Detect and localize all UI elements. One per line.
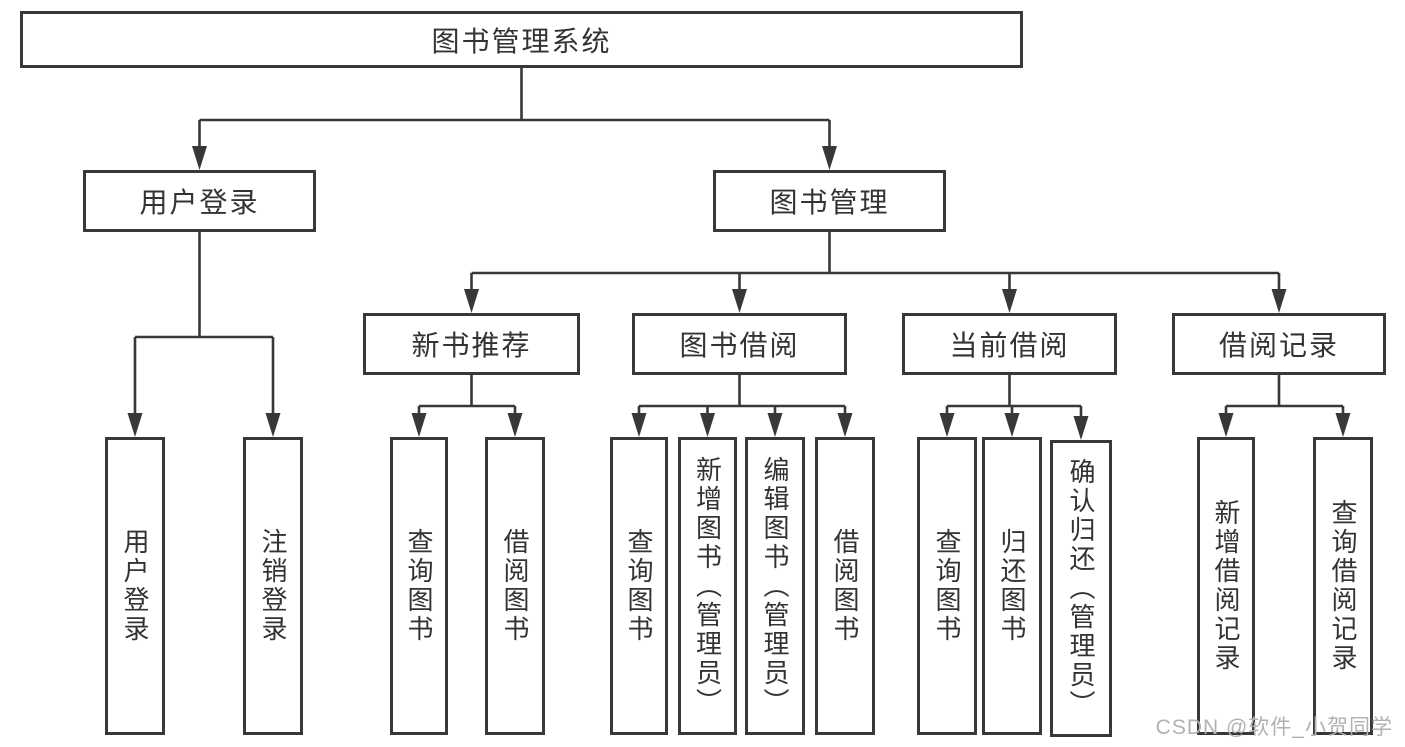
node-new-book-recommend: 新书推荐 <box>363 313 580 375</box>
node-label: 借阅记录 <box>1218 330 1339 361</box>
leaf-query-books-borrow: 查询图书 <box>610 437 668 735</box>
node-label: 查询图书 <box>932 528 962 644</box>
leaf-query-books-recommend: 查询图书 <box>390 437 448 735</box>
leaf-edit-book-admin: 编辑图书（管理员） <box>745 437 805 735</box>
leaf-query-books-current: 查询图书 <box>917 437 977 735</box>
node-label: 图书借阅 <box>679 330 800 361</box>
node-label: 借阅图书 <box>830 528 860 644</box>
leaf-borrow-books-recommend: 借阅图书 <box>485 437 545 735</box>
node-label: 查询图书 <box>624 528 654 644</box>
node-borrow-records: 借阅记录 <box>1172 313 1386 375</box>
node-current-borrow: 当前借阅 <box>902 313 1117 375</box>
node-user-login: 用户登录 <box>83 170 316 232</box>
leaf-borrow-books: 借阅图书 <box>815 437 875 735</box>
leaf-logout: 注销登录 <box>243 437 303 735</box>
leaf-add-borrow-record: 新增借阅记录 <box>1197 437 1255 735</box>
node-label: 归还图书 <box>997 528 1027 644</box>
node-root-library-management-system: 图书管理系统 <box>20 11 1023 68</box>
node-label: 图书管理系统 <box>431 25 612 57</box>
connector-paths <box>133 68 1345 419</box>
leaf-user-login: 用户登录 <box>105 437 165 735</box>
node-label: 用户登录 <box>120 528 150 644</box>
csdn-watermark: CSDN @软件_小贺同学 <box>1155 716 1393 739</box>
node-label: 新增图书（管理员） <box>692 455 723 717</box>
node-label: 查询借阅记录 <box>1328 499 1358 673</box>
node-label: 编辑图书（管理员） <box>760 455 790 717</box>
node-label: 新增借阅记录 <box>1211 499 1241 673</box>
node-label: 查询图书 <box>404 528 434 644</box>
node-book-borrow: 图书借阅 <box>632 313 847 375</box>
node-label: 当前借阅 <box>949 330 1070 361</box>
node-label: 图书管理 <box>769 187 890 218</box>
node-book-management: 图书管理 <box>713 170 946 232</box>
node-label: 注销登录 <box>258 528 288 644</box>
node-label: 新书推荐 <box>411 330 532 361</box>
leaf-add-book-admin: 新增图书（管理员） <box>678 437 737 735</box>
leaf-confirm-return-admin: 确认归还（管理员） <box>1050 440 1112 737</box>
leaf-return-book: 归还图书 <box>982 437 1042 735</box>
node-label: 确认归还（管理员） <box>1066 458 1096 719</box>
node-label: 用户登录 <box>139 187 260 218</box>
leaf-query-borrow-record: 查询借阅记录 <box>1313 437 1373 735</box>
node-label: 借阅图书 <box>500 528 530 644</box>
